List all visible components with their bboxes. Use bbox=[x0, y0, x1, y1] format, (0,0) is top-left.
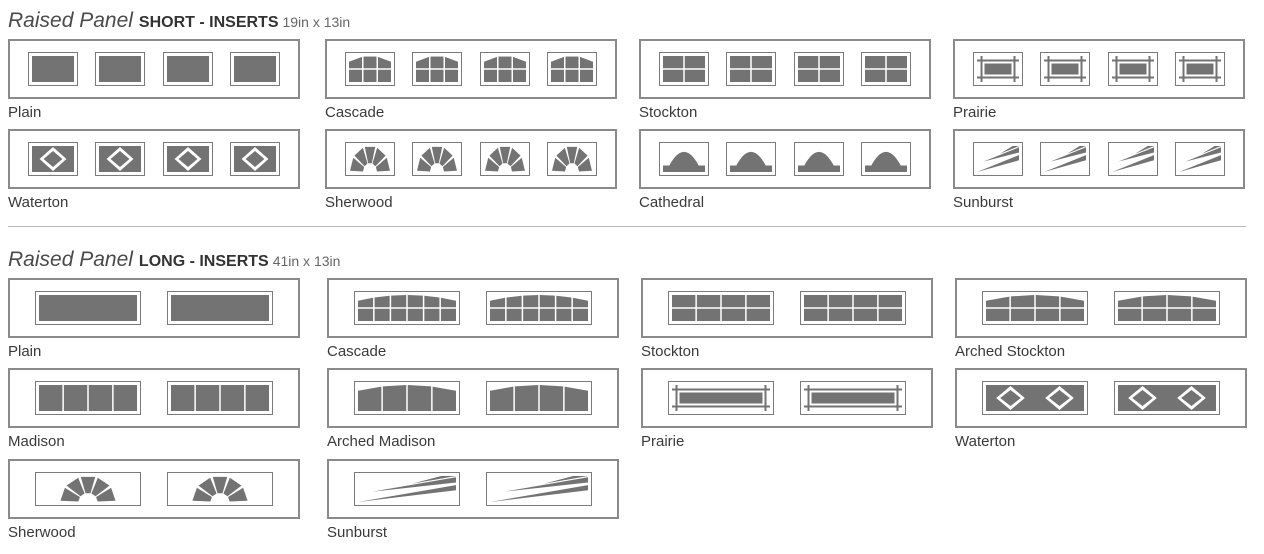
panel-waterton bbox=[8, 129, 300, 189]
panel-label: Stockton bbox=[641, 343, 700, 360]
panel-label: Madison bbox=[8, 433, 65, 450]
insert-window bbox=[982, 381, 1089, 415]
insert-window bbox=[354, 381, 461, 415]
insert-window bbox=[1113, 291, 1220, 325]
insert-window bbox=[35, 472, 142, 506]
long-heading-bold: LONG - INSERTS bbox=[138, 253, 269, 270]
panel-label: Cascade bbox=[325, 104, 385, 121]
panel-plain bbox=[8, 39, 300, 99]
insert-window bbox=[485, 472, 592, 506]
insert-window bbox=[354, 472, 461, 506]
panel-label: Waterton bbox=[8, 194, 69, 211]
short-heading-size: 19in x 13in bbox=[282, 14, 351, 30]
insert-window bbox=[27, 52, 78, 86]
insert-window bbox=[230, 142, 281, 176]
panel-label: Arched Stockton bbox=[955, 343, 1066, 360]
panel-label: Cascade bbox=[327, 343, 387, 360]
insert-window bbox=[27, 142, 78, 176]
insert-window bbox=[658, 52, 709, 86]
insert-window bbox=[344, 142, 395, 176]
short-heading-bold: SHORT - INSERTS bbox=[138, 14, 279, 31]
panel-label: Prairie bbox=[953, 104, 997, 121]
panel-label: Stockton bbox=[639, 104, 698, 121]
panel-label: Waterton bbox=[955, 433, 1016, 450]
panel-stockton bbox=[641, 278, 933, 338]
panel-label: Plain bbox=[8, 104, 42, 121]
panel-prairie bbox=[953, 39, 1245, 99]
insert-window bbox=[668, 291, 775, 325]
insert-window bbox=[1107, 142, 1158, 176]
section-divider bbox=[8, 226, 1246, 227]
panel-arched-stockton bbox=[955, 278, 1247, 338]
insert-window bbox=[861, 52, 912, 86]
insert-window bbox=[412, 52, 463, 86]
insert-window bbox=[658, 142, 709, 176]
insert-window bbox=[162, 52, 213, 86]
insert-window bbox=[485, 381, 592, 415]
insert-window bbox=[162, 142, 213, 176]
insert-window bbox=[547, 52, 598, 86]
insert-window bbox=[344, 52, 395, 86]
insert-window bbox=[479, 142, 530, 176]
insert-window bbox=[547, 142, 598, 176]
insert-window bbox=[799, 381, 906, 415]
insert-window bbox=[479, 52, 530, 86]
panel-madison bbox=[8, 368, 300, 428]
insert-window bbox=[668, 381, 775, 415]
insert-window bbox=[166, 472, 273, 506]
panel-label: Cathedral bbox=[639, 194, 705, 211]
panel-label: Prairie bbox=[641, 433, 685, 450]
insert-window bbox=[1040, 52, 1091, 86]
panel-waterton bbox=[955, 368, 1247, 428]
insert-window bbox=[95, 142, 146, 176]
insert-window bbox=[230, 52, 281, 86]
long-heading-size: 41in x 13in bbox=[272, 253, 341, 269]
insert-window bbox=[1040, 142, 1091, 176]
insert-window bbox=[1107, 52, 1158, 86]
panel-label: Sherwood bbox=[8, 524, 76, 541]
insert-window bbox=[485, 291, 592, 325]
panel-label: Plain bbox=[8, 343, 42, 360]
long-heading-italic: Raised Panel bbox=[8, 248, 133, 271]
insert-window bbox=[35, 291, 142, 325]
panel-sherwood bbox=[8, 459, 300, 519]
insert-window bbox=[166, 381, 273, 415]
panel-label: Sunburst bbox=[327, 524, 388, 541]
insert-window bbox=[982, 291, 1089, 325]
insert-window bbox=[972, 142, 1023, 176]
panel-sherwood bbox=[325, 129, 617, 189]
insert-window bbox=[354, 291, 461, 325]
panel-cathedral bbox=[639, 129, 931, 189]
panel-plain bbox=[8, 278, 300, 338]
insert-window bbox=[972, 52, 1023, 86]
short-heading-italic: Raised Panel bbox=[8, 9, 133, 32]
panel-prairie bbox=[641, 368, 933, 428]
panel-stockton bbox=[639, 39, 931, 99]
insert-window bbox=[412, 142, 463, 176]
panel-label: Arched Madison bbox=[327, 433, 436, 450]
insert-window bbox=[166, 291, 273, 325]
insert-window bbox=[35, 381, 142, 415]
insert-window bbox=[95, 52, 146, 86]
insert-window bbox=[861, 142, 912, 176]
insert-window bbox=[1175, 52, 1226, 86]
insert-window bbox=[726, 142, 777, 176]
insert-window bbox=[799, 291, 906, 325]
insert-window bbox=[726, 52, 777, 86]
panel-label: Sunburst bbox=[953, 194, 1014, 211]
panel-cascade bbox=[325, 39, 617, 99]
panel-cascade bbox=[327, 278, 619, 338]
panel-sunburst bbox=[953, 129, 1245, 189]
insert-window bbox=[1175, 142, 1226, 176]
insert-window bbox=[1113, 381, 1220, 415]
panel-label: Sherwood bbox=[325, 194, 393, 211]
insert-window bbox=[793, 52, 844, 86]
insert-window bbox=[793, 142, 844, 176]
panel-sunburst bbox=[327, 459, 619, 519]
panel-arched-madison bbox=[327, 368, 619, 428]
